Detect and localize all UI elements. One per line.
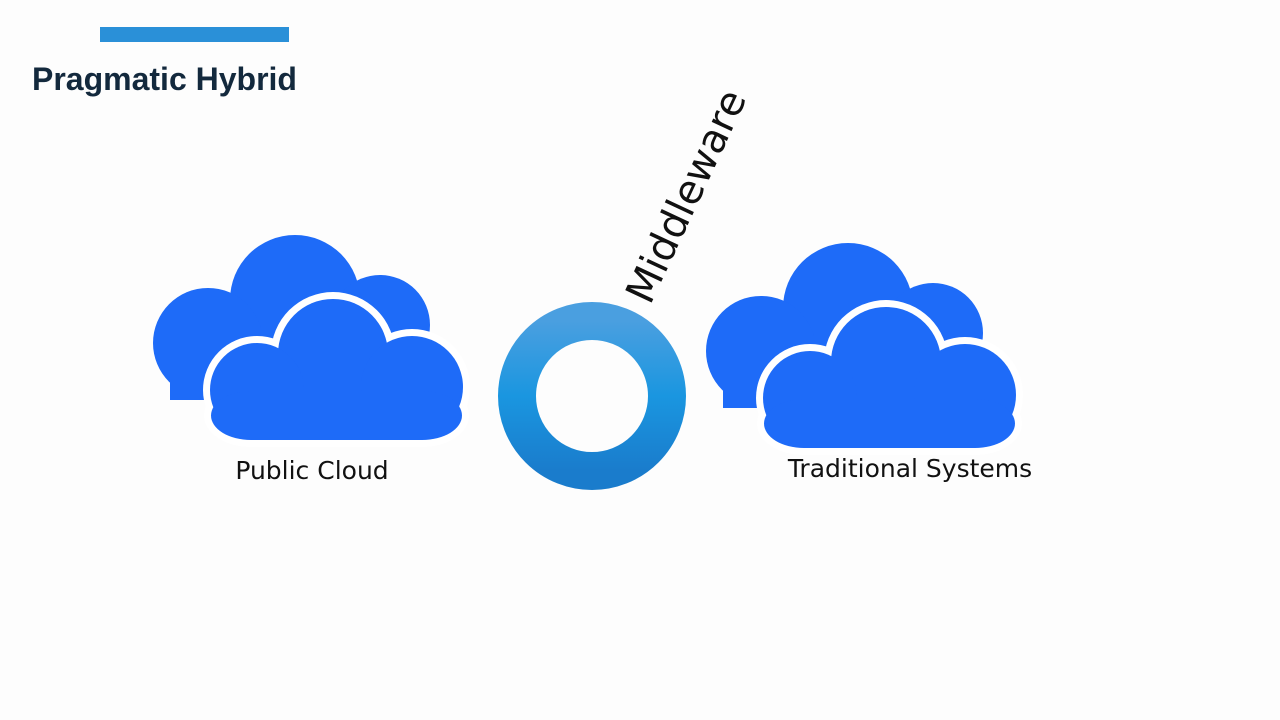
title-accent-bar — [100, 27, 289, 42]
ring-icon — [498, 302, 686, 490]
traditional-systems-node: Traditional Systems — [706, 243, 1032, 483]
middleware-node: Middleware — [498, 83, 756, 490]
middleware-label: Middleware — [617, 83, 756, 310]
cloud-icon — [706, 243, 1023, 455]
traditional-systems-label: Traditional Systems — [787, 454, 1032, 483]
public-cloud-label: Public Cloud — [235, 456, 388, 485]
public-cloud-node: Public Cloud — [153, 235, 470, 485]
slide-title: Pragmatic Hybrid — [32, 61, 297, 97]
cloud-icon — [153, 235, 470, 447]
